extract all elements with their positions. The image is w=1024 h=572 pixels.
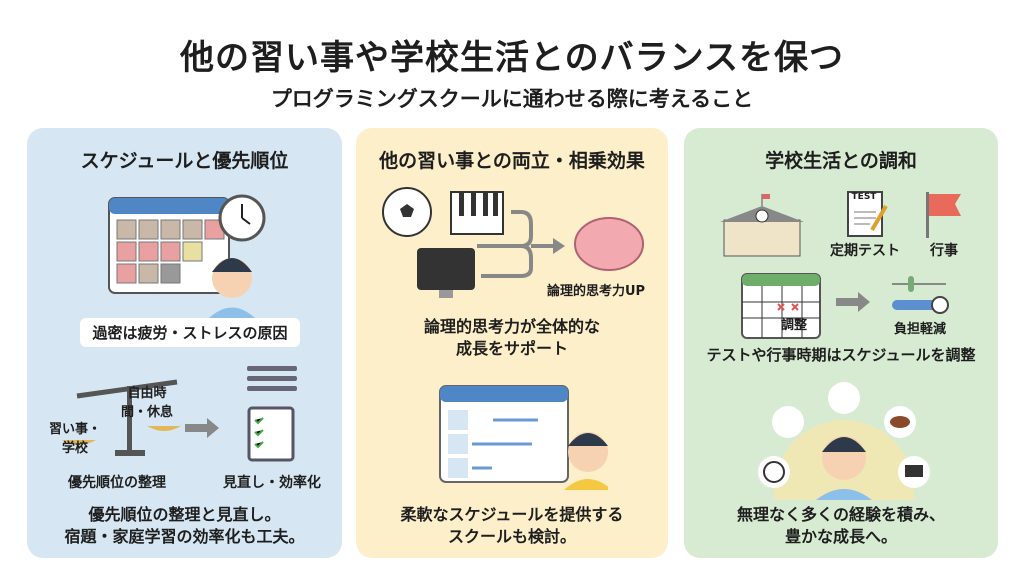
body-line: 柔軟なスケジュールを提供する xyxy=(400,505,624,524)
panel-other-lessons: 他の習い事との両立・相乗効果 論理的思考力UP 論理的思考力が全体的な成長をサポ… xyxy=(356,128,668,558)
priority-label: 優先順位の整理 xyxy=(68,475,166,491)
mid-line: 論理的思考力が全体的な xyxy=(423,317,600,336)
school-building-icon xyxy=(720,194,804,257)
arrow-right-icon xyxy=(185,418,219,438)
test-label: 定期テスト xyxy=(830,243,900,259)
panel-body: 無理なく多くの経験を積み、豊かな成長へ。 xyxy=(684,504,998,548)
computer-icon xyxy=(417,248,475,290)
body-line: 優先順位の整理と見直し。 xyxy=(88,505,281,524)
panel-title: 他の習い事との両立・相乗効果 xyxy=(379,150,645,172)
event-flag-icon xyxy=(926,192,961,238)
body-line: 豊かな成長へ。 xyxy=(784,527,897,546)
event-label: 行事 xyxy=(930,243,958,259)
body-line: スクールも検討。 xyxy=(447,527,576,546)
calendar-adjust-label: 調整 xyxy=(780,318,807,333)
brain-label: 論理的思考力UP xyxy=(546,284,646,299)
panel-title: スケジュールと優先順位 xyxy=(80,150,289,172)
body-line: 無理なく多くの経験を積み、 xyxy=(736,505,945,524)
panel-body: 柔軟なスケジュールを提供するスクールも検討。 xyxy=(356,504,668,548)
test-icon-text: TEST xyxy=(851,192,877,202)
body-line: 宿題・家庭学習の効率化も工夫。 xyxy=(64,527,305,546)
test-paper-icon xyxy=(847,191,888,237)
page-title: 他の習い事や学校生活とのバランスを保つ xyxy=(180,38,844,78)
flexible-calendar-icon xyxy=(439,385,608,490)
arrow-right-icon xyxy=(836,292,870,312)
panel-schedule-priority: スケジュールと優先順位 過密は疲労・ストレスの原因 習い事・学校 自由時間・休息… xyxy=(27,128,342,558)
happy-child-activities-icon xyxy=(758,382,930,500)
panel-school-life: 学校生活との調和 TEST 定期テスト 行事 調整 負担軽減 テストや行事時期は… xyxy=(684,128,998,558)
page-subtitle: プログラミングスクールに通わせる際に考えること xyxy=(270,87,754,111)
checklist-icon xyxy=(247,366,297,462)
adjusted-calendar-icon xyxy=(741,273,821,339)
review-label: 見直し・効率化 xyxy=(223,475,321,491)
mid-line: 成長をサポート xyxy=(455,339,568,358)
balance-scale-icon xyxy=(62,379,181,456)
panel-title: 学校生活との調和 xyxy=(765,150,917,172)
mid-text: 論理的思考力が全体的な成長をサポート xyxy=(356,316,668,360)
mid-text: テストや行事時期はスケジュールを調整 xyxy=(706,346,976,364)
overload-callout: 過密は疲労・ストレスの原因 xyxy=(80,318,300,347)
activities-diagram xyxy=(382,187,644,298)
slider-label: 負担軽減 xyxy=(893,322,946,337)
panel-body: 優先順位の整理と見直し。宿題・家庭学習の効率化も工夫。 xyxy=(27,504,342,548)
scale-left-label: 習い事・学校 xyxy=(48,422,101,456)
scale-right-label: 自由時間・休息 xyxy=(120,386,173,420)
brain-icon xyxy=(574,217,644,271)
slider-icon xyxy=(892,276,949,314)
busy-calendar-icon xyxy=(108,194,266,320)
